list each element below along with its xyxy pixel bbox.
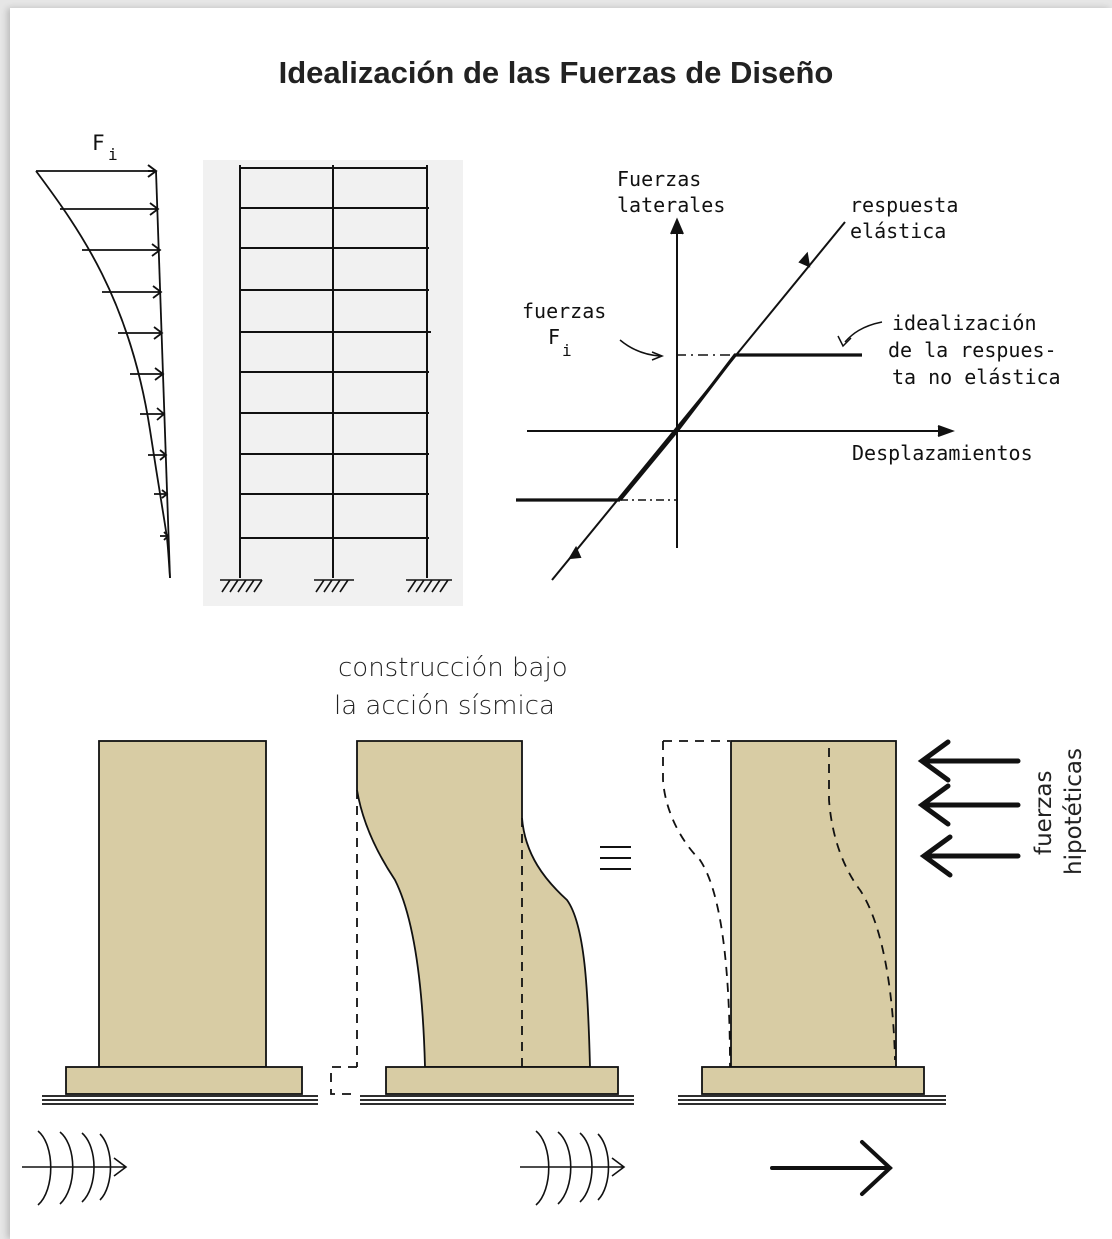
y-axis-label-line1: Fuerzas [617,167,701,191]
x-axis-label: Desplazamientos [852,441,1033,465]
forces-label-subscript: i [562,341,572,360]
y-axis-label-line2: laterales [617,193,725,217]
force-displacement-graph [516,217,955,581]
original-footing-outline [330,1066,357,1095]
hypothetical-label-line1: fuerzas [1031,770,1057,855]
elastic-label-line2: elástica [850,219,946,243]
deformed-wall-footing [385,1066,619,1095]
hypothetical-forces-label: fuerzas hipotéticas [1031,715,1091,875]
hypothetical-force-arrows [917,739,1021,878]
forces-pointer [619,339,661,357]
idealization-label-line3: ta no elástica [892,365,1061,389]
force-profile [35,164,171,579]
forces-label-line1: fuerzas [522,299,606,323]
deformed-shape-outline [662,741,731,1068]
frame-beams [240,167,431,539]
forces-label-line2: F [548,325,560,349]
frame-supports [220,579,452,593]
y-axis-arrow [670,217,684,235]
deformed-wall-body [356,740,591,1068]
idealization-label-line1: idealización [892,311,1037,335]
equivalence-symbol [600,846,631,870]
hypothetical-wall-footing [701,1066,925,1095]
ground-lines-2 [360,1095,634,1105]
elastic-arrow-up [798,251,811,268]
x-axis-arrow [937,425,955,437]
undeformed-wall [42,740,318,1105]
inner-deformed-outline [828,748,896,1061]
caption-line1: construcción bajo [338,653,568,683]
slide-title: Idealización de las Fuerzas de Diseño [278,55,834,90]
building-frame [220,165,452,593]
idealization-pointer [844,321,883,343]
hypothetical-wall-body [730,740,897,1068]
force-arrows [60,202,170,541]
hypothetical-wall [662,740,946,1105]
caption-line2: la acción sísmica [334,691,555,721]
hypothetical-label-line2: hipotéticas [1061,748,1087,875]
ground-lines-3 [678,1095,946,1105]
idealized-response-upper [618,353,862,502]
deformed-wall [330,740,634,1105]
force-profile-curve [35,170,171,579]
idealization-label-line2: de la respues- [888,338,1057,362]
seismic-wave-symbol-middle [520,1130,626,1206]
elastic-arrow-down [568,545,582,560]
force-label: F [92,131,105,155]
force-label-subscript: i [108,145,118,164]
elastic-label-line1: respuesta [850,193,958,217]
ground-motion-arrow [770,1140,893,1196]
ground-lines [42,1095,318,1105]
wall-footing [65,1066,303,1095]
wall-body [98,740,267,1068]
seismic-wave-symbol-left [22,1130,128,1206]
